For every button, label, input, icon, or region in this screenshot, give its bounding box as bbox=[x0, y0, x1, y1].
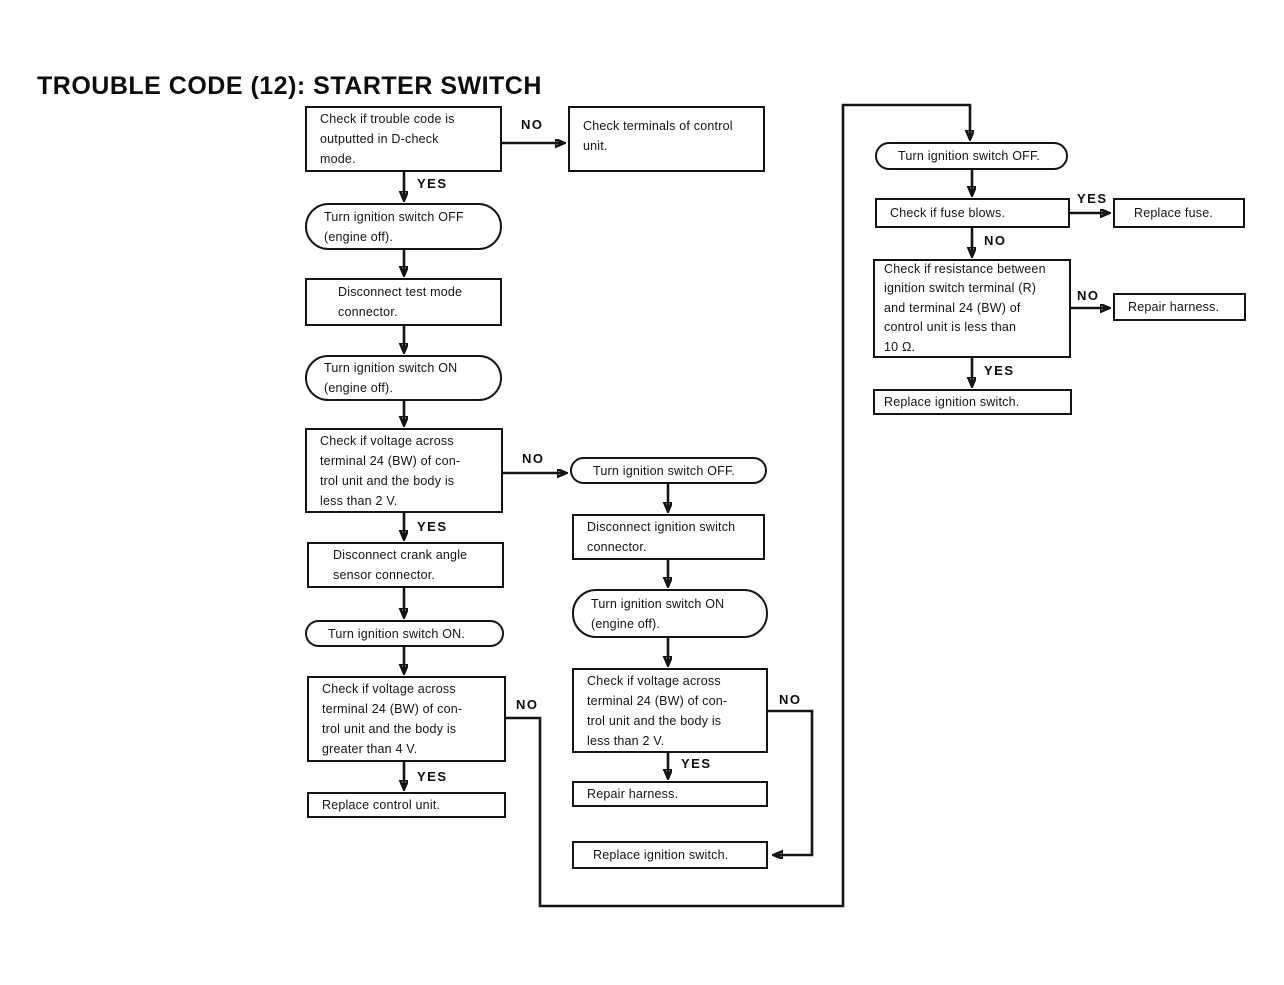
edge-label-yes-check4v: YES bbox=[417, 769, 448, 784]
node-check-trouble-code: Check if trouble code is outputted in D-… bbox=[305, 106, 502, 172]
edge-label-no-trouble: NO bbox=[521, 117, 544, 132]
node-replace-control-unit: Replace control unit. bbox=[307, 792, 506, 818]
node-replace-fuse: Replace fuse. bbox=[1113, 198, 1245, 228]
node-ignition-off-mid: Turn ignition switch OFF. bbox=[570, 457, 767, 484]
edge-midcheck-no-loop bbox=[768, 709, 814, 855]
node-repair-harness-mid: Repair harness. bbox=[572, 781, 768, 807]
edge-label-no-check2v: NO bbox=[522, 451, 545, 466]
edge-label-no-resistance: NO bbox=[1077, 288, 1100, 303]
node-check-terminals: Check terminals of control unit. bbox=[568, 106, 765, 172]
edge-label-yes-midcheck: YES bbox=[681, 756, 712, 771]
node-check-voltage-less-2v: Check if voltage across terminal 24 (BW)… bbox=[305, 428, 503, 513]
edge-label-no-midcheck: NO bbox=[779, 692, 802, 707]
node-disconnect-test-mode: Disconnect test mode connector. bbox=[305, 278, 502, 326]
node-replace-ignition-switch-mid: Replace ignition switch. bbox=[572, 841, 768, 869]
node-ignition-on: Turn ignition switch ON. bbox=[305, 620, 504, 647]
node-replace-ignition-switch-right: Replace ignition switch. bbox=[873, 389, 1072, 415]
page-title: TROUBLE CODE (12): STARTER SWITCH bbox=[37, 72, 542, 100]
edge-label-yes-fuse: YES bbox=[1077, 191, 1108, 206]
node-ignition-on-engine-off-mid: Turn ignition switch ON (engine off). bbox=[572, 589, 768, 638]
edge-check4v-no-loop bbox=[506, 103, 970, 908]
node-ignition-off-engine-off: Turn ignition switch OFF (engine off). bbox=[305, 203, 502, 250]
node-check-voltage-greater-4v: Check if voltage across terminal 24 (BW)… bbox=[307, 676, 506, 762]
edge-label-no-fuse: NO bbox=[984, 233, 1007, 248]
node-repair-harness-right: Repair harness. bbox=[1113, 293, 1246, 321]
node-disconnect-crank-sensor: Disconnect crank angle sensor connector. bbox=[307, 542, 504, 588]
node-ignition-on-engine-off: Turn ignition switch ON (engine off). bbox=[305, 355, 502, 401]
edge-label-no-check4v: NO bbox=[516, 697, 539, 712]
node-disconnect-ignition-switch: Disconnect ignition switch connector. bbox=[572, 514, 765, 560]
node-check-fuse: Check if fuse blows. bbox=[875, 198, 1070, 228]
edge-label-yes-trouble: YES bbox=[417, 176, 448, 191]
edge-label-yes-resistance: YES bbox=[984, 363, 1015, 378]
node-check-resistance: Check if resistance between ignition swi… bbox=[873, 259, 1071, 358]
node-check-voltage-less-2v-mid: Check if voltage across terminal 24 (BW)… bbox=[572, 668, 768, 753]
node-ignition-off-right: Turn ignition switch OFF. bbox=[875, 142, 1068, 170]
edge-label-yes-check2v: YES bbox=[417, 519, 448, 534]
